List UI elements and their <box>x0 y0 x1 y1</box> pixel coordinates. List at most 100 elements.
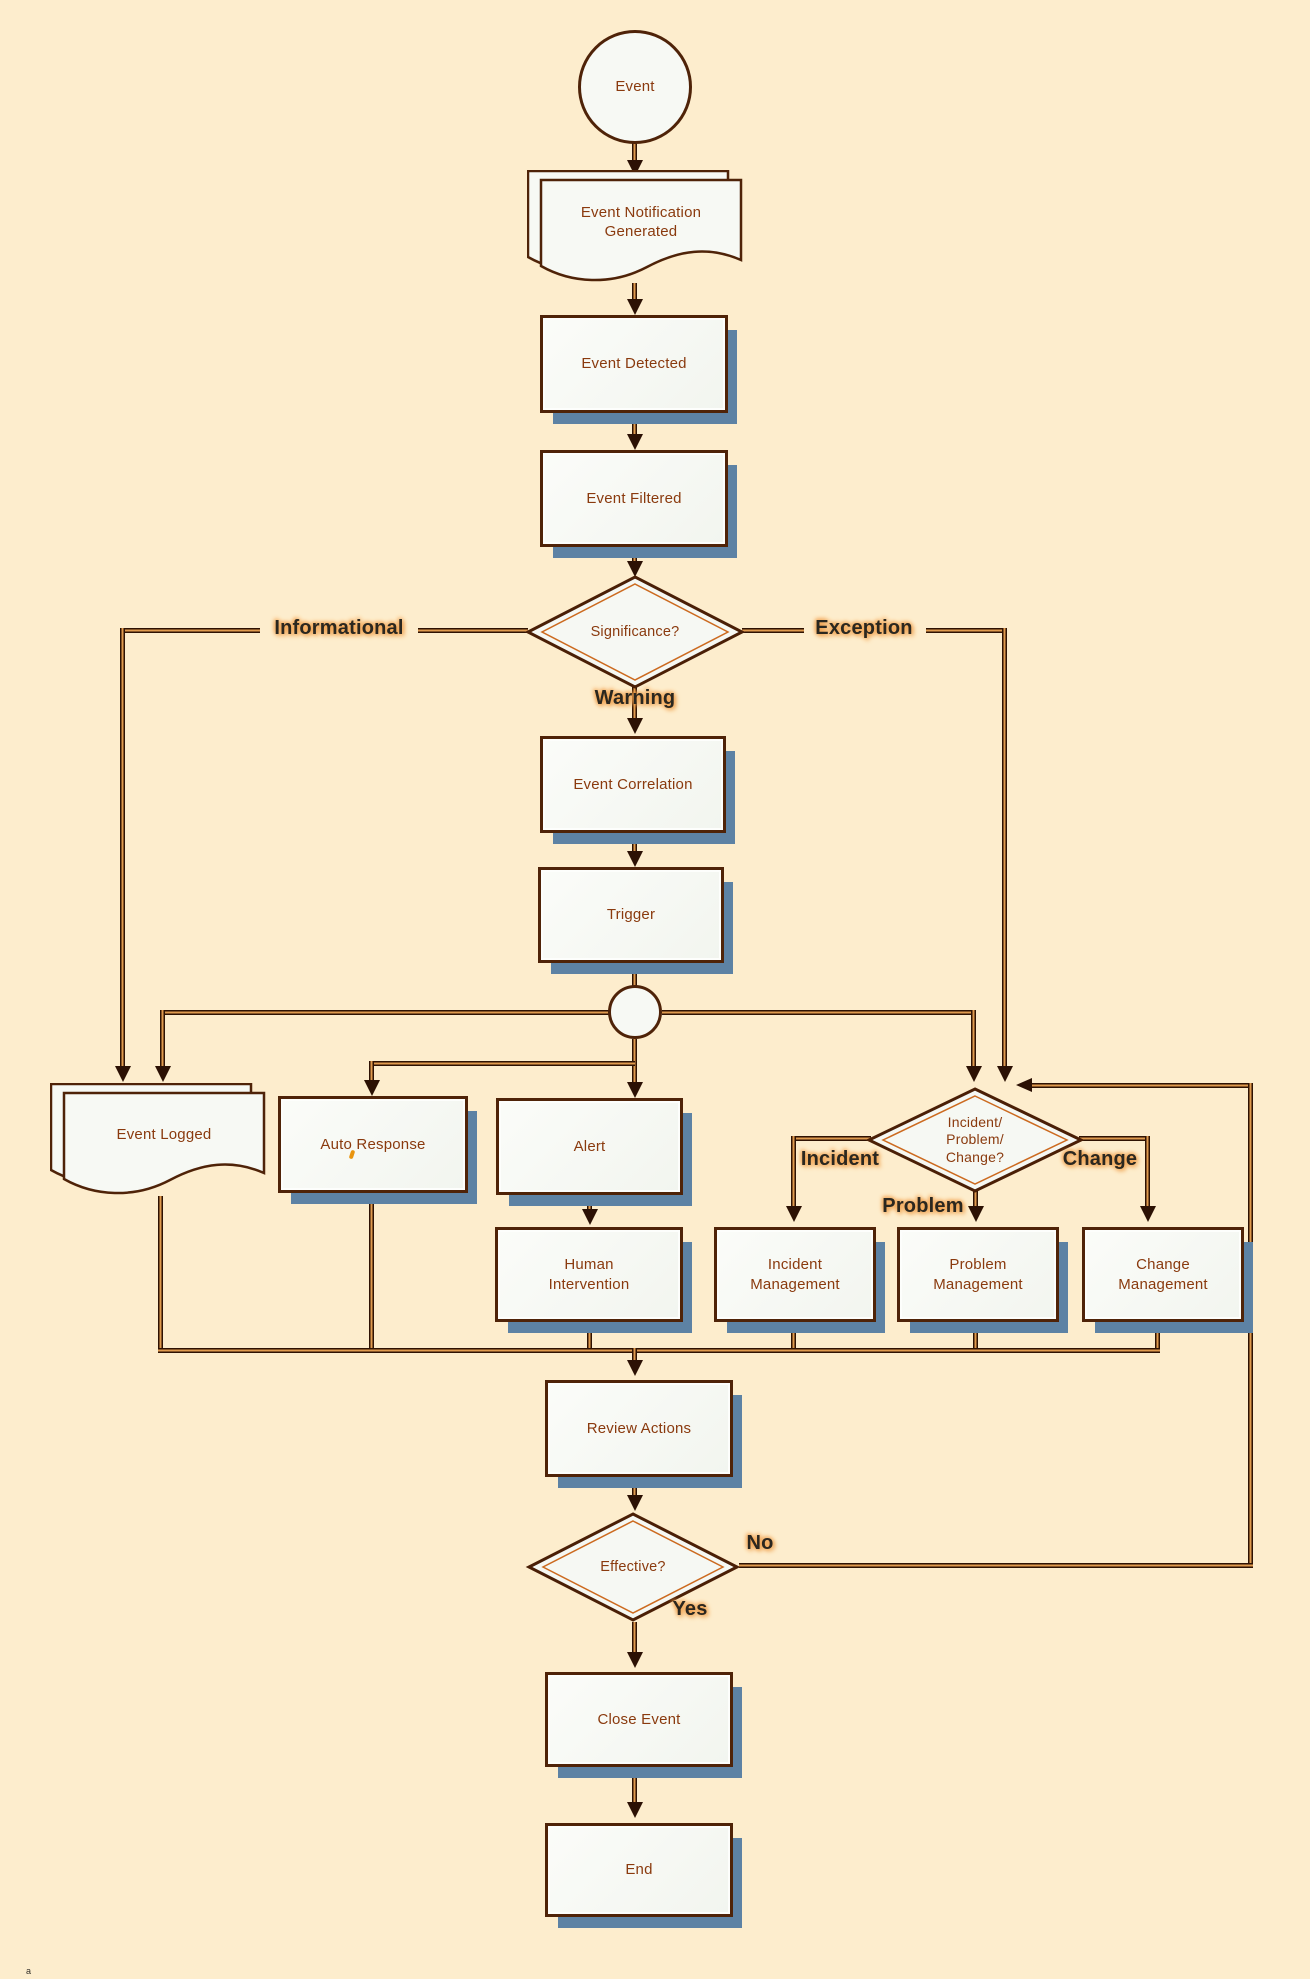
connector-line <box>158 1348 1160 1353</box>
document-shape <box>49 1082 266 1195</box>
node-review-actions: Review Actions <box>545 1380 733 1477</box>
connector-line <box>1248 1083 1253 1567</box>
connector-line <box>1032 1083 1252 1088</box>
node-incident-management: Incident Management <box>714 1227 876 1322</box>
arrow-down-icon <box>1140 1206 1156 1222</box>
connector-line <box>1079 1136 1149 1141</box>
connector-line <box>632 1477 637 1499</box>
connector-line <box>632 142 637 166</box>
edge-label-incident: Incident <box>800 1147 880 1170</box>
node-effective-decision: Effective? <box>525 1510 741 1624</box>
edge-label-informational: Informational <box>274 616 404 639</box>
connector-line <box>632 411 637 438</box>
connector-line <box>162 1010 610 1015</box>
connector-line <box>632 961 637 987</box>
node-event-correlation: Event Correlation <box>540 736 726 833</box>
connector-line <box>632 1767 637 1805</box>
node-label: Event Detected <box>581 355 687 373</box>
arrow-down-icon <box>968 1206 984 1222</box>
edge-label-warning: Warning <box>594 686 676 709</box>
arrow-down-icon <box>997 1066 1013 1082</box>
node-label: Event <box>615 78 655 96</box>
connector-line <box>926 628 1007 633</box>
node-label: Auto Response <box>320 1135 426 1153</box>
connector-line <box>791 1136 796 1208</box>
connector-line <box>1145 1136 1150 1208</box>
node-label: Event Logged <box>116 1126 212 1144</box>
node-event-notification-generated: Event Notification Generated <box>526 169 743 294</box>
node-label: Problem Management <box>933 1256 1023 1293</box>
arrow-down-icon <box>115 1066 131 1082</box>
connector-line <box>791 1322 796 1352</box>
connector-line <box>1002 628 1007 1066</box>
arrow-down-icon <box>627 561 643 577</box>
node-label: Close Event <box>597 1710 681 1728</box>
connector-line <box>662 1010 975 1015</box>
arrow-down-icon <box>627 851 643 867</box>
diamond-shape <box>524 575 746 689</box>
connector-line <box>742 628 804 633</box>
edge-label-problem: Problem <box>882 1194 964 1217</box>
arrow-down-icon <box>627 299 643 315</box>
arrow-down-icon <box>627 1802 643 1818</box>
node-label: Significance? <box>590 623 680 640</box>
connector-line <box>371 1061 635 1066</box>
edge-label-exception: Exception <box>815 616 913 639</box>
connector-line <box>793 1136 871 1141</box>
node-event-start: Event <box>578 30 692 144</box>
junction-connector-circle <box>608 985 662 1039</box>
connector-line <box>587 1322 592 1352</box>
node-trigger: Trigger <box>538 867 724 963</box>
node-problem-management: Problem Management <box>897 1227 1059 1322</box>
node-end: End <box>545 1823 733 1917</box>
connector-line <box>973 1322 978 1352</box>
connector-line <box>160 1010 165 1066</box>
connector-line <box>418 628 528 633</box>
node-human-intervention: Human Intervention <box>495 1227 683 1322</box>
connector-line <box>739 1563 1253 1568</box>
arrow-down-icon <box>627 434 643 450</box>
arrow-left-icon <box>1016 1078 1032 1092</box>
diamond-shape <box>525 1512 741 1622</box>
arrow-down-icon <box>627 1082 643 1098</box>
connector-line <box>973 1189 978 1208</box>
node-label: Review Actions <box>586 1419 692 1437</box>
arrow-down-icon <box>966 1066 982 1082</box>
edge-label-change: Change <box>1062 1147 1138 1170</box>
node-label: Trigger <box>606 906 656 924</box>
arrow-down-icon <box>155 1066 171 1082</box>
edge-label-no: No <box>746 1531 774 1554</box>
node-label: Incident Management <box>750 1256 840 1293</box>
arrow-down-icon <box>627 1360 643 1376</box>
connector-line <box>369 1061 374 1082</box>
node-label: Event Filtered <box>586 489 682 507</box>
connector-line <box>120 628 125 1066</box>
node-close-event: Close Event <box>545 1672 733 1767</box>
arrow-down-icon <box>627 1652 643 1668</box>
connector-line <box>971 1010 976 1066</box>
node-label: Incident/ Problem/ Change? <box>945 1113 1005 1165</box>
arrow-down-icon <box>627 718 643 734</box>
connector-line <box>587 1195 592 1211</box>
document-shape <box>526 169 743 282</box>
node-ipc-decision: Incident/ Problem/ Change? <box>865 1085 1085 1195</box>
connector-line <box>120 628 260 633</box>
connector-line <box>369 1193 374 1352</box>
node-label: Effective? <box>600 1558 666 1575</box>
edge-label-yes: Yes <box>672 1597 708 1620</box>
node-label: Human Intervention <box>548 1256 630 1293</box>
node-event-logged: Event Logged <box>49 1082 266 1207</box>
arrow-down-icon <box>582 1209 598 1225</box>
node-label: End <box>625 1861 653 1879</box>
node-label: Event Correlation <box>573 775 693 793</box>
connector-line <box>632 687 637 722</box>
corner-mark: a <box>26 1966 32 1976</box>
diamond-shape <box>865 1087 1085 1193</box>
node-significance-decision: Significance? <box>524 573 746 691</box>
connector-line <box>1155 1322 1160 1352</box>
connector-line <box>632 1622 637 1656</box>
node-alert: Alert <box>496 1098 683 1195</box>
node-label: Event Notification Generated <box>580 203 702 241</box>
node-label: Change Management <box>1118 1256 1208 1293</box>
